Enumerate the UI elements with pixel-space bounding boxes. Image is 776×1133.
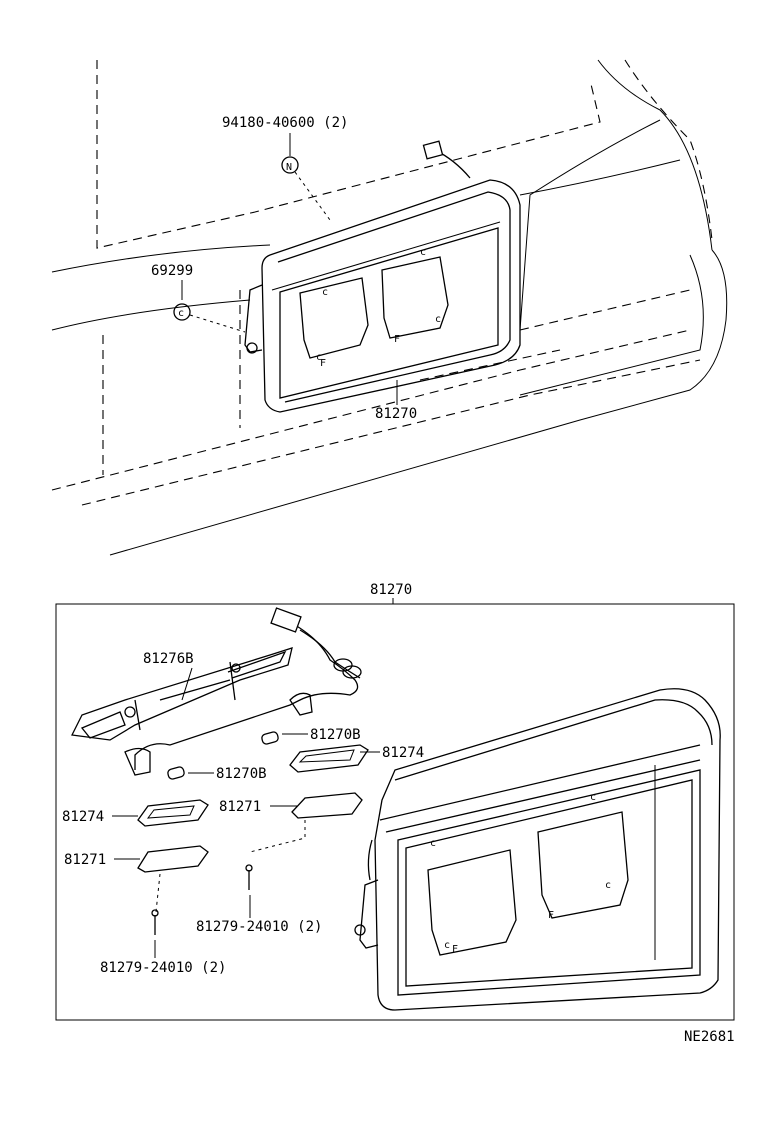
svg-text:c: c bbox=[435, 314, 441, 325]
lens-81274-left: 81274 bbox=[62, 799, 209, 827]
vehicle-rear-outline bbox=[51, 59, 728, 556]
connector-icon bbox=[270, 607, 302, 633]
svg-text:F: F bbox=[394, 334, 400, 345]
label-81279-left: 81279-24010 (2) bbox=[100, 960, 226, 976]
label-69299: 69299 bbox=[151, 263, 193, 279]
svg-text:c: c bbox=[178, 308, 184, 319]
exploded-view-frame: 81270 bbox=[55, 582, 735, 1021]
lamp-housing-81276b bbox=[71, 607, 362, 776]
exploded-view-box bbox=[55, 603, 735, 1021]
label-81270b-upper: 81270B bbox=[310, 727, 361, 743]
label-81270-top: 81270 bbox=[375, 406, 417, 422]
label-81279-right: 81279-24010 (2) bbox=[196, 919, 322, 935]
label-81271-left: 81271 bbox=[64, 852, 106, 868]
screw-left: 81279-24010 (2) bbox=[100, 909, 226, 976]
lens-81274-right: 81274 bbox=[289, 744, 424, 773]
diagram-code: NE2681 bbox=[684, 1029, 735, 1045]
label-81276b: 81276B bbox=[143, 651, 194, 667]
svg-text:F: F bbox=[548, 910, 554, 921]
label-81270b-lower: 81270B bbox=[216, 766, 267, 782]
bulb-upper-icon bbox=[261, 731, 279, 745]
screw-right: 81279-24010 (2) bbox=[196, 864, 322, 935]
svg-text:c: c bbox=[444, 940, 450, 951]
cover-81271-right: 81271 bbox=[219, 792, 363, 853]
svg-text:c: c bbox=[430, 838, 436, 849]
label-81270-box: 81270 bbox=[370, 582, 412, 598]
grommet-nut-icon bbox=[281, 156, 299, 174]
svg-text:N: N bbox=[286, 162, 292, 173]
svg-text:c: c bbox=[605, 880, 611, 891]
svg-text:c: c bbox=[316, 352, 322, 363]
top-callouts: 94180-40600 (2) N 69299 c 81270 bbox=[151, 115, 417, 422]
clip-icon bbox=[173, 303, 191, 321]
garnish-panel-exploded: c F F c c c bbox=[354, 688, 721, 1011]
svg-text:F: F bbox=[320, 358, 326, 369]
svg-text:c: c bbox=[590, 792, 596, 803]
label-81271-right: 81271 bbox=[219, 799, 261, 815]
garnish-panel-top: c c c c F F bbox=[244, 140, 521, 413]
cover-81271-left: 81271 bbox=[64, 845, 209, 913]
svg-text:F: F bbox=[452, 944, 458, 955]
bulb-lower-icon bbox=[167, 766, 185, 780]
bulbs-81270b: 81270B 81270B bbox=[167, 727, 361, 782]
label-94180-40600: 94180-40600 (2) bbox=[222, 115, 348, 131]
svg-text:c: c bbox=[322, 287, 328, 298]
label-81274-left: 81274 bbox=[62, 809, 104, 825]
label-81274-right: 81274 bbox=[382, 745, 424, 761]
svg-text:c: c bbox=[420, 247, 426, 258]
